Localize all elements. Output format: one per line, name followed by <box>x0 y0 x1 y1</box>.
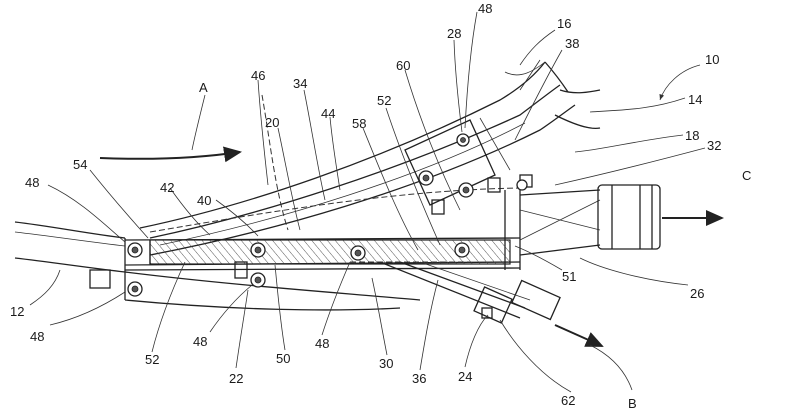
label-50: 50 <box>276 351 290 366</box>
upper-plate <box>404 117 511 215</box>
label-40: 40 <box>197 193 211 208</box>
hatched-divider-bar <box>149 239 511 265</box>
flow-label-b: B <box>628 396 637 411</box>
inlet-track <box>14 221 126 300</box>
label-52-b: 52 <box>377 93 391 108</box>
flow-label-a: A <box>199 80 208 95</box>
label-62: 62 <box>561 393 575 408</box>
label-48-e: 48 <box>315 336 329 351</box>
label-16: 16 <box>557 16 571 31</box>
label-48-c: 48 <box>30 329 44 344</box>
label-30: 30 <box>379 356 393 371</box>
label-52-a: 52 <box>145 352 159 367</box>
label-36: 36 <box>412 371 426 386</box>
label-12: 12 <box>10 304 24 319</box>
label-34: 34 <box>293 76 307 91</box>
label-20: 20 <box>265 115 279 130</box>
coupling-c <box>597 184 661 250</box>
reference-labels: 10 12 14 16 18 20 22 24 26 28 30 32 34 3… <box>10 1 751 411</box>
label-51: 51 <box>562 269 576 284</box>
label-58: 58 <box>352 116 366 131</box>
label-24: 24 <box>458 369 472 384</box>
label-22: 22 <box>229 371 243 386</box>
label-28: 28 <box>447 26 461 41</box>
label-46: 46 <box>251 68 265 83</box>
label-60: 60 <box>396 58 410 73</box>
label-48-a: 48 <box>25 175 39 190</box>
label-14: 14 <box>688 92 702 107</box>
label-48-d: 48 <box>193 334 207 349</box>
flow-label-c: C <box>742 168 751 183</box>
curved-upper-track <box>139 59 601 256</box>
flow-arrow-b <box>554 324 604 347</box>
label-18: 18 <box>685 128 699 143</box>
label-54: 54 <box>73 157 87 172</box>
bolts <box>127 133 528 297</box>
fitting-62 <box>511 279 561 321</box>
outlet-c <box>519 174 661 256</box>
leader-lines <box>29 11 706 393</box>
branch-b <box>379 261 561 324</box>
flow-arrows <box>99 146 724 347</box>
label-10: 10 <box>705 52 719 67</box>
label-38: 38 <box>565 36 579 51</box>
flow-arrow-a <box>99 146 242 163</box>
switch-body <box>89 190 521 311</box>
label-26: 26 <box>690 286 704 301</box>
label-48-b: 48 <box>478 1 492 16</box>
label-44: 44 <box>321 106 335 121</box>
label-42: 42 <box>160 180 174 195</box>
label-32: 32 <box>707 138 721 153</box>
